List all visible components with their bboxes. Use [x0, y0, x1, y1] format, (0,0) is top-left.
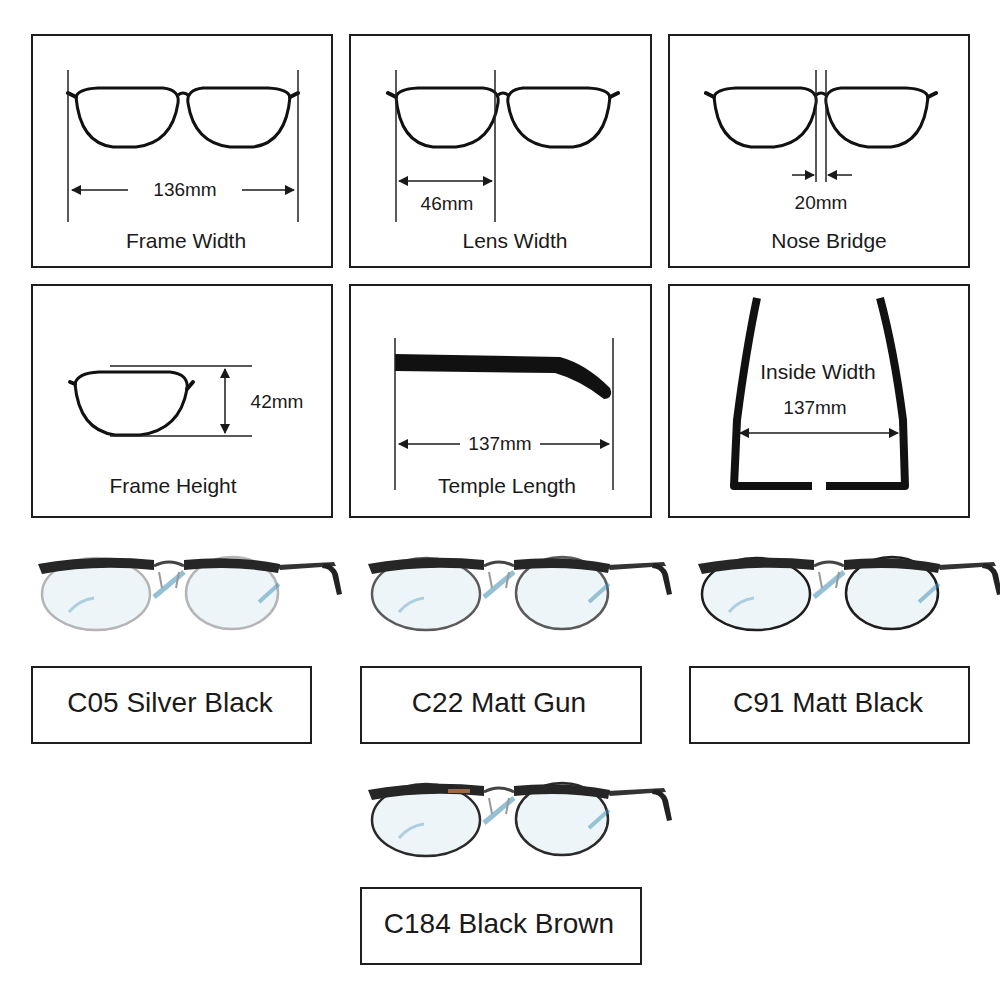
dimension-value: 20mm [792, 192, 851, 214]
dimension-name: Frame Width [123, 229, 249, 253]
dimension-value: 136mm [150, 179, 219, 201]
dimension-name: Inside Width [757, 360, 879, 384]
color-label: C184 Black Brown [381, 908, 617, 940]
dimension-panel: 136mmFrame Width [31, 34, 333, 268]
dimension-panel: 137mmTemple Length [349, 284, 652, 518]
dimension-value: 137mm [465, 433, 534, 455]
color-option-box: C91 Matt Black [689, 666, 970, 744]
color-label: C05 Silver Black [64, 687, 275, 719]
dimension-value: 42mm [248, 391, 307, 413]
color-option-box: C05 Silver Black [31, 666, 312, 744]
dimension-value: 46mm [418, 193, 477, 215]
dimension-panel: 20mmNose Bridge [668, 34, 970, 268]
dimension-name: Temple Length [435, 474, 579, 498]
color-option-box: C22 Matt Gun [360, 666, 642, 744]
dimension-name: Frame Height [106, 474, 239, 498]
color-label: C91 Matt Black [730, 687, 926, 719]
color-label: C22 Matt Gun [409, 687, 589, 719]
dimension-name: Nose Bridge [768, 229, 890, 253]
dimension-panel: 46mmLens Width [349, 34, 652, 268]
dimension-value: 137mm [780, 397, 849, 419]
dimension-panel: Inside Width 137mm [668, 284, 970, 518]
dimension-panel: 42mmFrame Height [31, 284, 333, 518]
dimension-name: Lens Width [459, 229, 570, 253]
color-option-box: C184 Black Brown [360, 887, 642, 965]
